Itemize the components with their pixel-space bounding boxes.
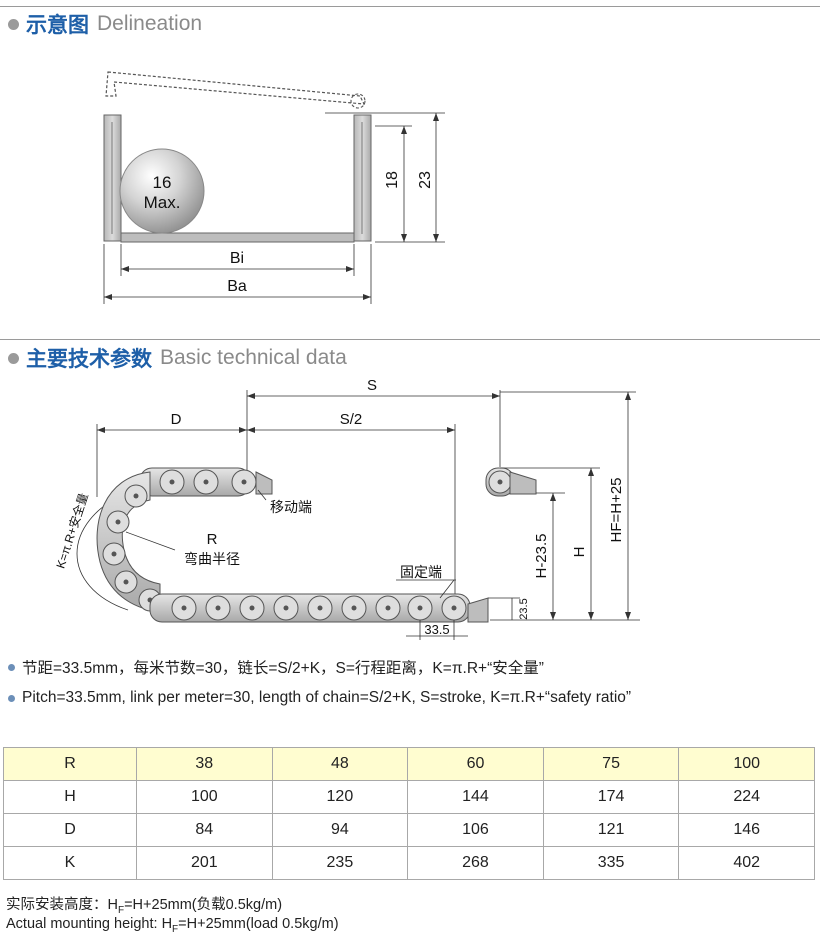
table-cell: 174 [542,780,680,814]
note-cn: 节距=33.5mm，每米节数=30，链长=S/2+K，S=行程距离，K=π.R+… [8,656,544,678]
fixed-end-label: 固定端 [400,564,442,580]
table-cell: 100 [136,780,273,814]
dim-label-hf: HF=H+25 [608,477,625,542]
bottom-crossbar [120,232,355,243]
section-rule [0,339,820,340]
table-cell: 235 [271,846,409,880]
dim-label-s-half: S/2 [340,411,363,428]
technical-drawing: S S/2 D K=π.R+安全量 [52,377,640,640]
footnote-cn-sub: F [117,904,125,916]
k-formula-label: K=π.R+安全量 [52,491,90,570]
section-title-en: Basic technical data [160,346,347,369]
table-cell: 121 [542,813,680,847]
footnote-en-prefix: Actual mounting height: H [6,916,173,932]
bullet-dot-icon [8,694,15,702]
table-cell: 268 [407,846,544,880]
table-cell: 60 [407,747,544,781]
section-title-cn: 主要技术参数 [26,348,152,371]
table-row: R 38 48 60 75 100 [3,747,815,781]
footnote-cn-prefix: 实际安装高度：H [6,897,118,913]
chain-bend [96,471,162,613]
footnote-en-suffix: =H+25mm(load 0.5kg/m) [178,916,339,932]
top-rule [0,6,820,7]
mounting-height-en: Actual mounting height: HF=H+25mm(load 0… [6,916,339,935]
spec-table: R 38 48 60 75 100 H 100 120 144 174 224 … [3,747,815,880]
row-header: H [3,780,137,814]
table-cell: 402 [678,846,815,880]
dim-label-18: 18 [384,171,401,189]
mounting-height-cn: 实际安装高度：HF=H+25mm(负载0.5kg/m) [6,893,282,916]
table-cell: 146 [678,813,815,847]
table-cell: 335 [542,846,680,880]
table-cell: 48 [271,747,409,781]
table-cell: 201 [136,846,273,880]
table-row: D 84 94 106 121 146 [3,813,815,847]
chain-upper-run [139,467,273,497]
delineation-diagram: 16 Max. 18 23 Bi Ba [103,71,445,304]
footnote-cn-suffix: =H+25mm(负载0.5kg/m) [124,897,283,913]
dim-label-bi: Bi [230,250,244,267]
moving-end-detached [485,467,537,497]
ball-label-line1: 16 [153,173,172,192]
bullet-dot-icon [8,663,15,671]
dim-label-bar-height: 23.5 [518,598,530,619]
dim-label-s: S [367,377,377,394]
dim-label-h-minus: H-23.5 [533,533,550,578]
table-cell: 38 [136,747,273,781]
table-cell: 144 [407,780,544,814]
section-technical-header: 主要技术参数 Basic technical data [8,343,347,373]
table-cell: 106 [407,813,544,847]
dim-label-pitch: 33.5 [424,622,449,637]
ball-label-line2: Max. [144,193,181,212]
table-row: H 100 120 144 174 224 [3,780,815,814]
table-cell: 120 [271,780,409,814]
table-cell: 84 [136,813,273,847]
table-cell: 224 [678,780,815,814]
note-en-text: Pitch=33.5mm, link per meter=30, length … [22,689,632,706]
footnote-en-sub: F [172,923,179,935]
moving-end-label: 移动端 [270,499,312,515]
dim-label-d: D [171,411,182,428]
dim-label-23: 23 [417,171,434,189]
table-row: K 201 235 268 335 402 [3,846,815,880]
bend-radius-r-label: R [207,531,218,548]
bend-radius-cn-label: 弯曲半径 [184,551,240,567]
dim-label-h: H [571,547,588,558]
section-title-en: Delineation [97,12,203,35]
row-header: D [3,813,137,847]
max-diameter-ball [119,148,205,234]
note-en: Pitch=33.5mm, link per meter=30, length … [8,689,631,707]
lid-hinge-outline [350,93,366,109]
section-title-cn: 示意图 [26,14,89,37]
row-header: R [3,747,137,781]
section-delineation-header: 示意图 Delineation [8,9,202,39]
bullet-dot-icon [8,18,19,30]
bullet-dot-icon [8,352,19,364]
chain-lower-run [149,593,489,623]
open-lid-outline [105,71,366,105]
note-cn-text: 节距=33.5mm，每米节数=30，链长=S/2+K，S=行程距离，K=π.R+… [22,660,544,677]
table-cell: 94 [271,813,409,847]
table-cell: 75 [542,747,680,781]
table-cell: 100 [678,747,815,781]
dim-label-ba: Ba [227,278,247,295]
row-header: K [3,846,137,880]
